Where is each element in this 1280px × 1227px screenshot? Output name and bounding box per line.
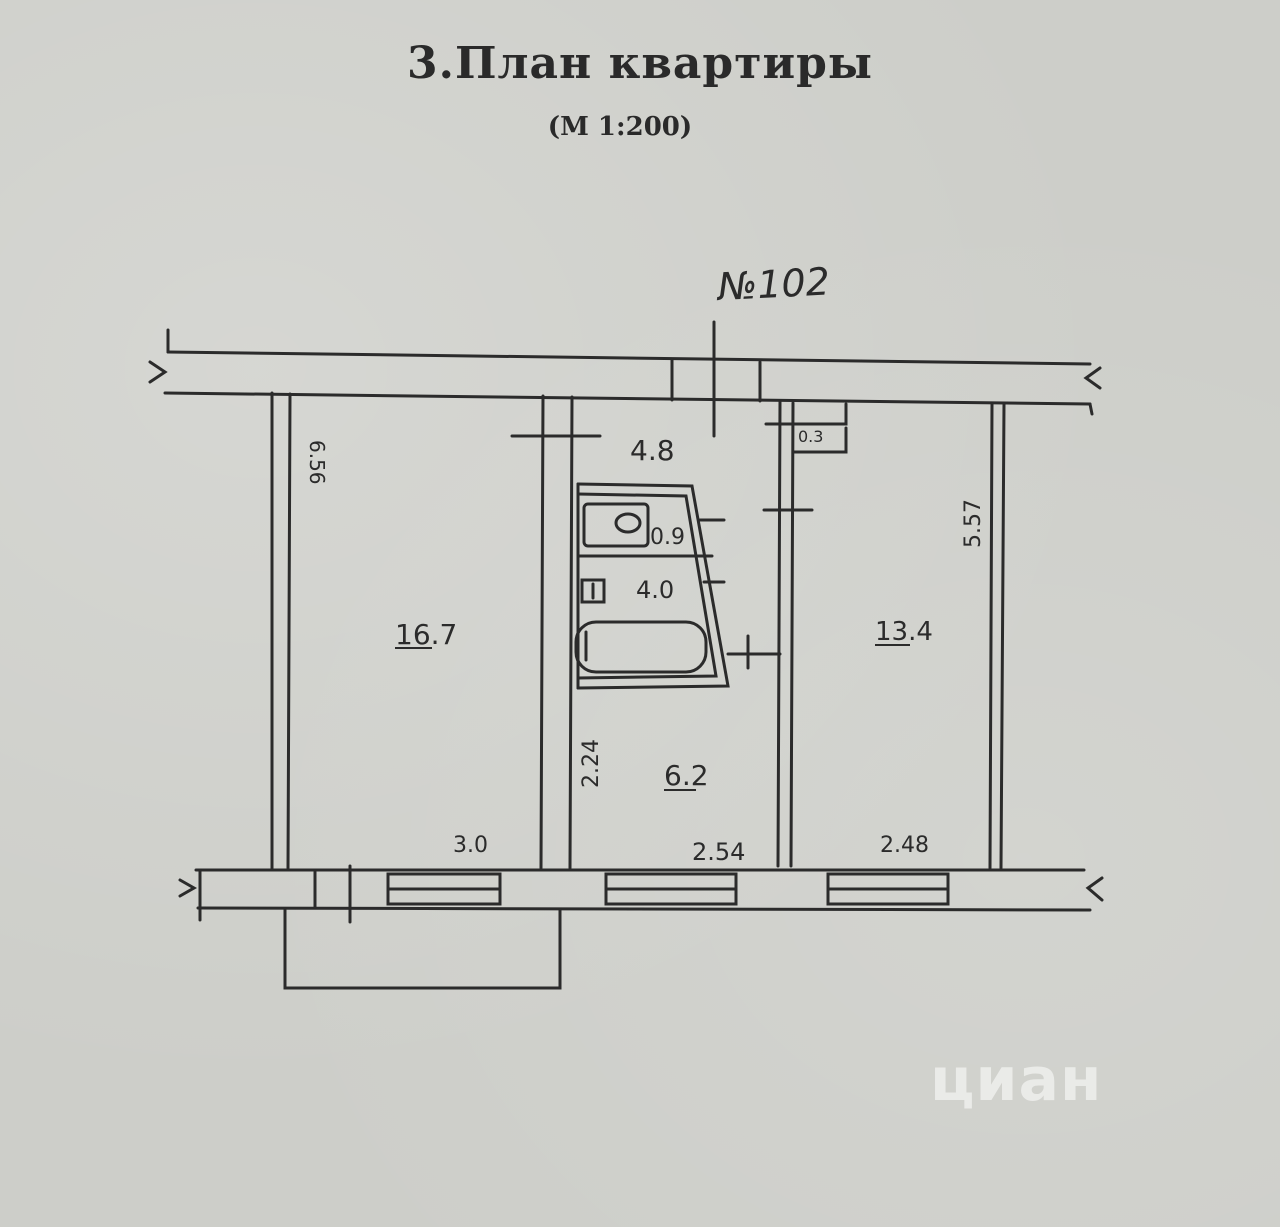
right-width-dimension: 2.48 <box>880 833 929 858</box>
partition-left-b <box>568 395 574 870</box>
partition-right-b <box>789 401 795 868</box>
bathroom-block-inner <box>576 492 718 680</box>
partition-left-a <box>539 394 545 870</box>
closet-wall-top <box>764 402 848 426</box>
right-room-wall-inner <box>988 402 994 870</box>
apartment-number-label: №102 <box>715 259 831 309</box>
room-right-area-label: 13.4 <box>875 617 933 647</box>
top-wall-inner <box>163 391 1092 406</box>
middle-width-dimension: 2.54 <box>692 838 745 866</box>
corridor-area-label: 4.8 <box>630 434 675 467</box>
top-wall-break-left <box>148 360 168 384</box>
partition-right-a <box>776 400 782 868</box>
closet-area-label: 0.3 <box>798 427 823 446</box>
closet-wall-bottom <box>791 426 848 454</box>
bottom-wall-break-left <box>178 878 198 898</box>
balcony <box>283 908 562 990</box>
toilet-bowl <box>614 512 642 534</box>
bottom-wall-outer <box>196 906 1092 912</box>
left-room-wall-inner <box>286 392 292 870</box>
top-wall-break-right <box>1083 366 1102 390</box>
right-height-dimension: 5.57 <box>961 499 986 548</box>
left-height-dimension: 6.56 <box>305 440 329 485</box>
top-wall-end-right <box>1088 402 1094 416</box>
bathtub <box>574 620 708 674</box>
cian-watermark: циан <box>930 1045 1103 1115</box>
sink <box>580 578 606 604</box>
right-room-wall-outer <box>999 402 1006 870</box>
bottom-wall-break-right <box>1085 876 1104 902</box>
room-left-area-label: 16.7 <box>395 618 457 651</box>
plan-scale: (М 1:200) <box>547 112 693 142</box>
hall-height-dimension: 2.24 <box>579 739 604 788</box>
bath-area-label: 4.0 <box>636 576 674 604</box>
hall-area-label: 6.2 <box>664 759 709 792</box>
bathroom-block-outer <box>576 482 730 690</box>
top-wall-outer <box>166 350 1092 366</box>
plan-title: 3.План квартиры <box>407 38 873 89</box>
wc-area-label: 0.9 <box>650 525 685 550</box>
left-width-dimension: 3.0 <box>453 833 488 858</box>
toilet-tank <box>582 502 650 548</box>
